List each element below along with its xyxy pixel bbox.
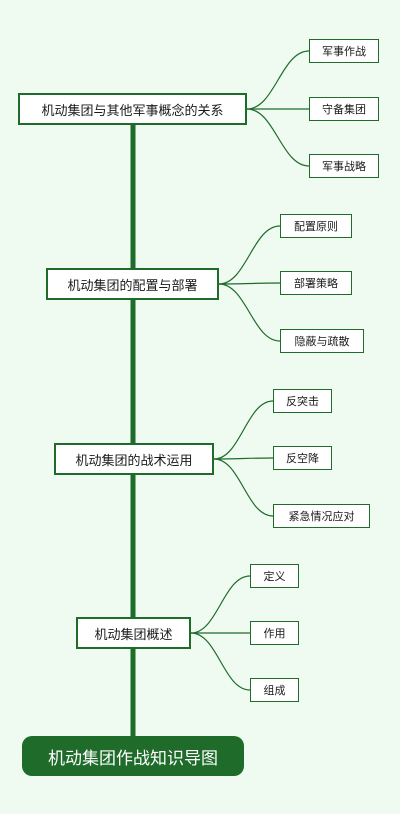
leaf-label: 紧急情况应对 [288, 510, 355, 523]
leaf-anti-airborne[interactable]: 反空降 [273, 446, 332, 470]
connector-1-1 [218, 282, 281, 285]
branch-label: 机动集团的配置与部署 [67, 278, 198, 294]
leaf-configuration-principles[interactable]: 配置原则 [280, 214, 352, 238]
connector-1-0 [218, 225, 281, 285]
leaf-deployment-strategy[interactable]: 部署策略 [280, 271, 352, 295]
leaf-military-strategy[interactable]: 军事战略 [309, 154, 379, 178]
branch-deployment[interactable]: 机动集团的配置与部署 [46, 268, 219, 300]
connector-0-0 [246, 50, 310, 110]
leaf-emergency-response[interactable]: 紧急情况应对 [273, 504, 370, 528]
leaf-label: 配置原则 [294, 220, 338, 233]
connector-1-2 [218, 283, 281, 342]
connector-0-2 [246, 108, 310, 167]
leaf-label: 作用 [263, 627, 286, 640]
branch-label: 机动集团概述 [94, 627, 173, 643]
connector-2-2 [213, 458, 274, 517]
branch-label: 机动集团与其他军事概念的关系 [41, 103, 224, 119]
leaf-garrison-group[interactable]: 守备集团 [309, 97, 379, 121]
root-label: 机动集团作战知识导图 [48, 748, 218, 769]
connector-3-2 [190, 632, 251, 691]
branch-connectors [190, 50, 310, 691]
leaf-label: 部署策略 [294, 277, 338, 290]
leaf-counterattack[interactable]: 反突击 [273, 389, 332, 413]
leaf-definition[interactable]: 定义 [250, 564, 299, 588]
leaf-label: 反空降 [286, 452, 319, 465]
branch-tactics[interactable]: 机动集团的战术运用 [54, 443, 214, 475]
leaf-label: 反突击 [286, 395, 319, 408]
leaf-military-operations[interactable]: 军事作战 [309, 39, 379, 63]
leaf-label: 组成 [263, 684, 286, 697]
leaf-label: 军事作战 [322, 45, 366, 58]
leaf-label: 守备集团 [322, 103, 366, 116]
leaf-label: 隐蔽与疏散 [294, 335, 350, 348]
branch-overview[interactable]: 机动集团概述 [76, 617, 191, 649]
connector-2-0 [213, 400, 274, 460]
branch-relations[interactable]: 机动集团与其他军事概念的关系 [18, 93, 247, 125]
leaf-label: 定义 [263, 570, 286, 583]
connector-3-0 [190, 575, 251, 634]
leaf-function[interactable]: 作用 [250, 621, 299, 645]
leaf-concealment-dispersal[interactable]: 隐蔽与疏散 [280, 329, 364, 353]
branch-label: 机动集团的战术运用 [75, 453, 193, 469]
leaf-label: 军事战略 [322, 160, 366, 173]
root-node[interactable]: 机动集团作战知识导图 [22, 736, 244, 776]
leaf-composition[interactable]: 组成 [250, 678, 299, 702]
connector-2-1 [213, 457, 274, 460]
